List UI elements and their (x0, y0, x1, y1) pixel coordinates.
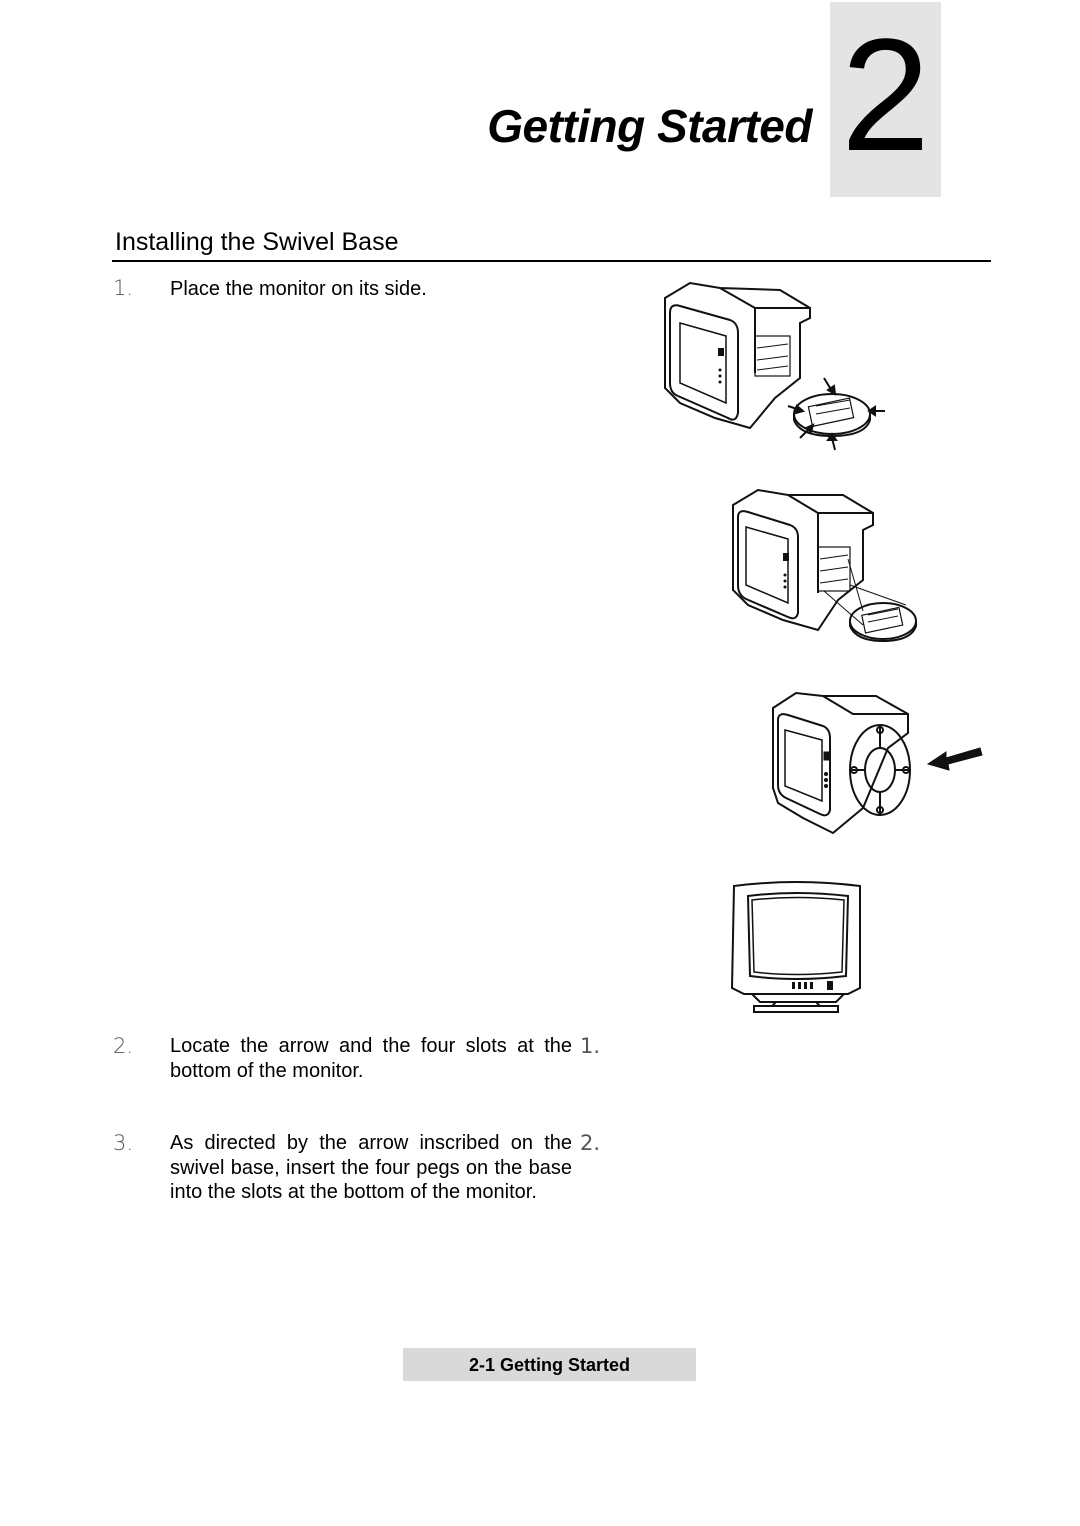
step-3-text: As directed by the arrow inscribed on th… (170, 1132, 572, 1203)
step-1-text: Place the monitor on its side. (170, 278, 427, 300)
step-1-number: 1. (113, 276, 134, 300)
step-2-number: 2. (113, 1034, 134, 1058)
page-footer: 2-1 Getting Started (403, 1348, 696, 1381)
chapter-title: Getting Started (487, 100, 812, 152)
monitor-front-view-illustration (730, 881, 861, 1013)
footer-label: 2-1 Getting Started (468, 1355, 631, 1375)
section-rule (112, 260, 991, 262)
figure-label-1: 1. (580, 1034, 601, 1058)
step-2-text: Locate the arrow and the four slots at t… (170, 1035, 572, 1082)
step-3-number: 3. (113, 1131, 134, 1155)
chapter-number-box: 2 (830, 2, 941, 197)
monitor-side-with-base-illustration (664, 281, 885, 451)
section-heading: Installing the Swivel Base (115, 228, 399, 256)
figure-label-2: 2. (580, 1131, 601, 1155)
monitor-base-alignment-illustration (732, 488, 917, 643)
chapter-number: 2 (841, 5, 930, 184)
monitor-base-insert-illustration (772, 691, 983, 835)
